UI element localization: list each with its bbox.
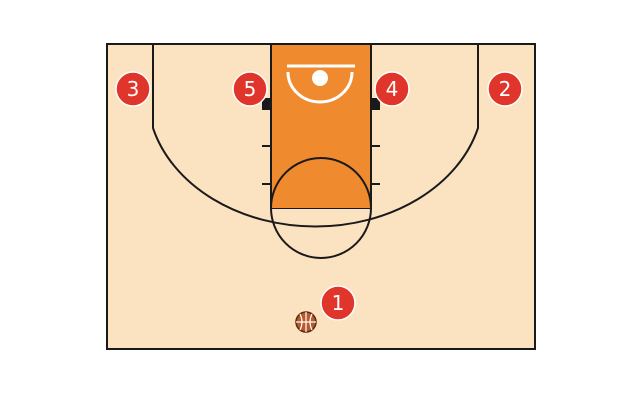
player-5-marker[interactable]: 5: [232, 71, 268, 107]
player-4-label: 4: [386, 77, 399, 101]
three-point-line: [152, 44, 479, 228]
player-5-label: 5: [244, 77, 257, 101]
lane-hash-marks: [262, 98, 380, 185]
player-2-marker[interactable]: 2: [487, 71, 523, 107]
basketball-icon: [295, 311, 317, 333]
player-3-marker[interactable]: 3: [115, 71, 151, 107]
player-1-label: 1: [332, 291, 345, 315]
player-1-marker[interactable]: 1: [320, 285, 356, 321]
rim: [312, 70, 328, 86]
free-throw-circle-bottom: [270, 207, 372, 259]
restricted-arc: [286, 71, 354, 104]
player-2-label: 2: [499, 77, 512, 101]
free-throw-circle-top: [270, 157, 372, 209]
player-3-label: 3: [127, 77, 140, 101]
player-4-marker[interactable]: 4: [374, 71, 410, 107]
